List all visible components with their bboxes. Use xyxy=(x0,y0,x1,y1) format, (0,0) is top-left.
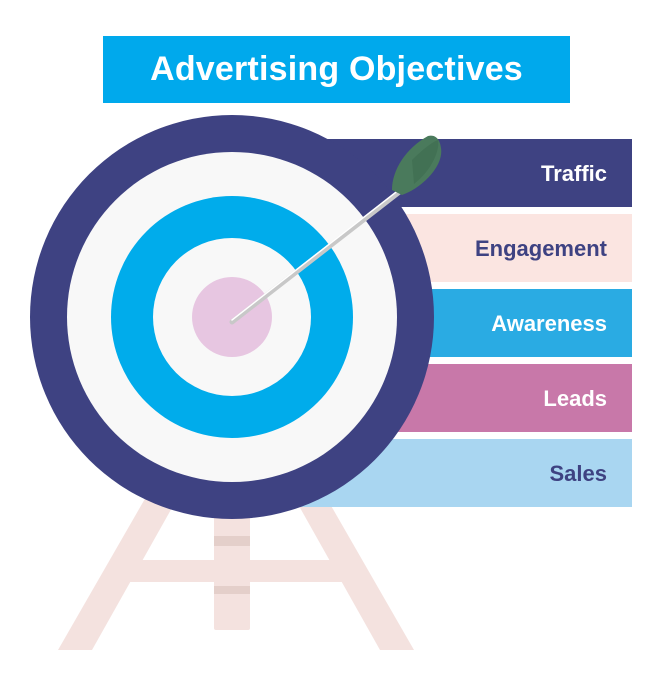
page-title: Advertising Objectives xyxy=(150,50,523,88)
easel-center-shade-2 xyxy=(214,586,250,594)
dart-shaft-highlight xyxy=(231,188,401,321)
easel-center-shade xyxy=(214,536,250,546)
dart-icon xyxy=(229,135,442,325)
easel-crossbar xyxy=(118,560,350,582)
objective-label: Awareness xyxy=(491,311,607,336)
target-bullseye xyxy=(192,277,272,357)
easel xyxy=(58,480,414,650)
objective-label: Sales xyxy=(550,461,608,486)
dart-shaft xyxy=(229,187,405,325)
objective-label: Engagement xyxy=(475,236,608,261)
target xyxy=(30,115,434,519)
objective-label: Traffic xyxy=(541,161,607,186)
dart-flight-shade xyxy=(412,140,439,184)
objective-label: Leads xyxy=(543,386,607,411)
easel-right-leg xyxy=(290,490,414,650)
title-banner: Advertising Objectives xyxy=(103,36,570,103)
